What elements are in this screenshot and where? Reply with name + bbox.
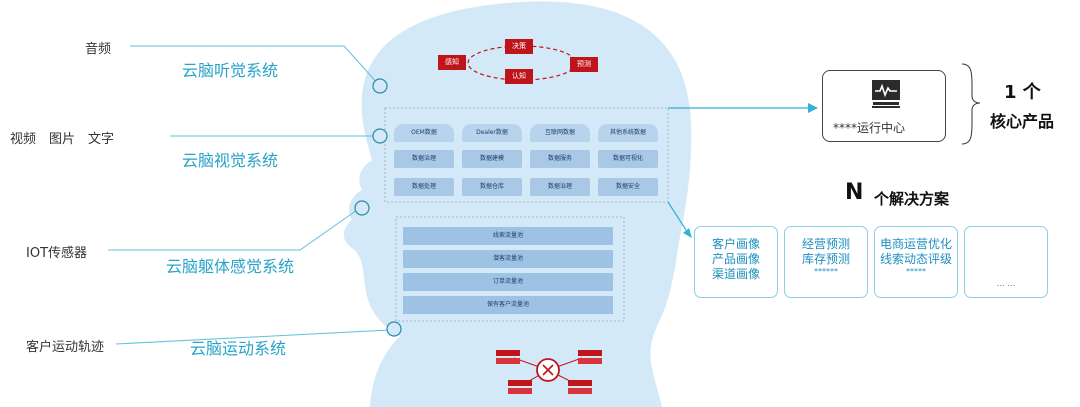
cycle-predict: 预测 [570,57,598,72]
input-motion: 客户运动轨迹 [26,340,105,355]
bar-prospect-pool: 潜客流量池 [403,250,613,268]
connector-motion [115,329,391,345]
solution-line: 电商运营优化 [879,237,952,251]
solution-stars: ***** [906,267,926,276]
network-icon [496,350,602,394]
grid-cell-modeling: 数据建模 [462,150,522,168]
system-somatic: 云脑躯体感觉系统 [165,257,294,276]
node-vision [372,128,388,144]
vision-dashed-frame [384,107,669,203]
somatic-dashed-frame [395,216,625,322]
connector-audio [130,45,381,87]
input-audio: 音频 [85,42,112,57]
core-count: 1 个 [1004,82,1041,103]
system-visual: 云脑视觉系统 [182,151,279,170]
node-iot [354,200,370,216]
grid-cell-visualization: 数据可视化 [598,150,658,168]
core-product-box: ****运行中心 [822,70,946,142]
solution-line: 客户画像 [711,237,760,251]
cycle-perceive: 感知 [438,55,466,70]
arrow-solutions-line [667,201,687,231]
arrow-core-head [808,103,818,113]
head-silhouette [343,1,692,407]
cycle-decide: 决策 [505,39,533,54]
arrow-solutions-head [683,228,692,238]
solution-card-profiles: 客户画像 产品画像 渠道画像 [694,226,778,298]
solution-line: 线索动态评级 [879,252,952,266]
bar-retained-pool: 保有客户流量池 [403,296,613,314]
solution-stars: ****** [814,267,838,276]
cycle-recognize: 认知 [505,69,533,84]
core-brace [961,63,981,145]
grid-cell-oem: OEM数据 [394,124,454,142]
solutions-count: N [845,180,864,205]
bar-lead-pool: 线索流量池 [403,227,613,245]
solution-line: 经营预测 [801,237,850,251]
solution-card-ecommerce: 电商运营优化 线索动态评级 ***** [874,226,958,298]
system-auditory: 云脑听觉系统 [182,61,279,80]
node-motion [386,321,402,337]
grid-cell-other: 其他系统数据 [598,124,658,142]
solution-line: 产品画像 [711,252,760,266]
input-iot: IOT传感器 [26,246,88,261]
grid-cell-governance-1: 数据治理 [394,150,454,168]
input-visual: 视频 图片 文字 [10,132,115,147]
grid-cell-warehouse: 数据仓库 [462,178,522,196]
core-label: 核心产品 [990,112,1055,131]
grid-cell-governance-2: 数据治理 [530,178,590,196]
solution-card-more: … … [964,226,1048,298]
solution-ellipsis: … … [996,279,1016,288]
grid-cell-internet: 互联网数据 [530,124,590,142]
solution-card-forecast: 经营预测 库存预测 ****** [784,226,868,298]
connector-iot [108,207,361,251]
monitor-icon [872,80,900,108]
solution-line: 渠道画像 [711,267,760,281]
node-audio [372,78,388,94]
grid-cell-dealer: Dealer数据 [462,124,522,142]
core-box-label: ****运行中心 [833,121,906,135]
solutions-title: 个解决方案 [874,190,950,208]
grid-cell-security: 数据安全 [598,178,658,196]
grid-cell-processing: 数据处理 [394,178,454,196]
bar-order-pool: 订单流量池 [403,273,613,291]
grid-cell-service: 数据服务 [530,150,590,168]
solution-line: 库存预测 [801,252,850,266]
system-motion: 云脑运动系统 [190,339,287,358]
